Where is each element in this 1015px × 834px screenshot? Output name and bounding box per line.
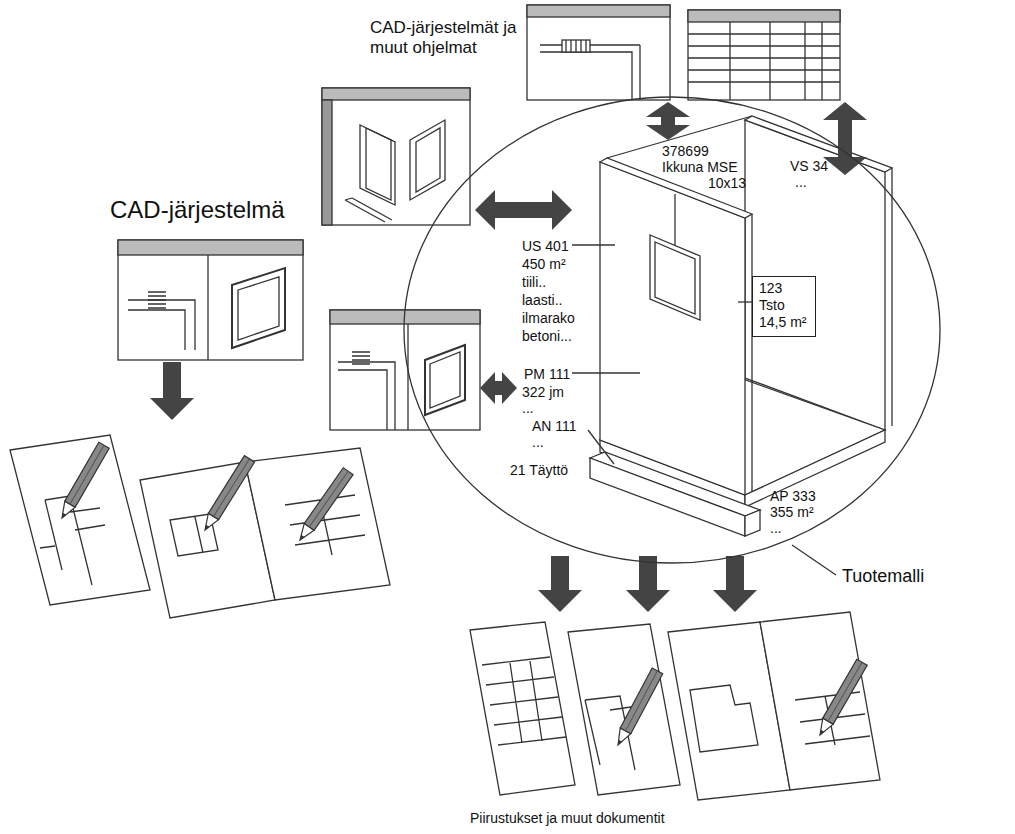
ellipsis: ... xyxy=(795,174,807,190)
caption: Piirustukset ja muut dokumentit xyxy=(470,810,665,826)
component-code: AN 111 xyxy=(532,418,577,434)
room-text: 14,5 m² xyxy=(759,314,809,331)
area-value: 450 m² xyxy=(522,256,566,272)
component-code: AP 333 xyxy=(770,488,816,504)
model-title: Tuotemalli xyxy=(842,566,924,587)
product-model-ellipse: Tuotemalli123Tsto14,5 m² xyxy=(402,95,942,565)
component-code: US 401 xyxy=(522,238,569,254)
material: laasti.. xyxy=(522,292,562,308)
component-name: Ikkuna MSE xyxy=(662,159,737,175)
system-heading: CAD-järjestelmä xyxy=(110,196,285,224)
product-code: 378699 xyxy=(662,143,709,159)
ellipse-outline xyxy=(402,95,942,565)
ellipsis: ... xyxy=(522,400,534,416)
fill-code: 21 Täyttö xyxy=(510,462,568,478)
ellipsis: ... xyxy=(770,520,782,536)
room-box: 123Tsto14,5 m² xyxy=(752,276,816,337)
material: tiili.. xyxy=(522,274,546,290)
dimension: 10x13 xyxy=(708,175,746,191)
material: betoni... xyxy=(522,328,572,344)
room-text: 123 xyxy=(759,280,809,297)
ellipsis: ... xyxy=(532,434,544,450)
group-heading: CAD-järjestelmät ja muut ohjelmat xyxy=(370,18,530,58)
room-text: Tsto xyxy=(759,297,809,314)
component-code: PM 111 xyxy=(524,366,570,382)
material: ilmarako xyxy=(522,310,575,326)
component-code: VS 34 xyxy=(790,158,828,174)
area-value: 355 m² xyxy=(770,504,814,520)
length-value: 322 jm xyxy=(522,384,564,400)
